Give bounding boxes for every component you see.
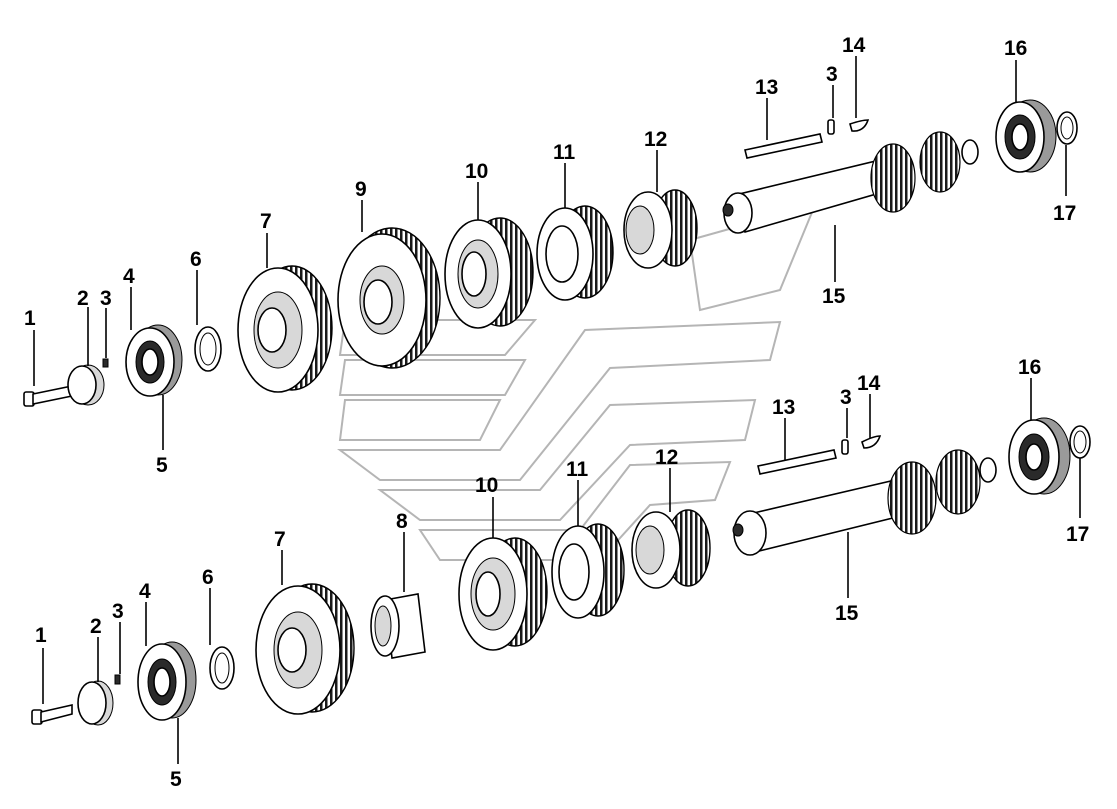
pin-part	[114, 674, 121, 685]
callout-number: 12	[655, 446, 678, 469]
callout-number: 17	[1053, 202, 1076, 225]
pin-part	[102, 358, 109, 368]
callout-number: 3	[112, 600, 124, 623]
callout-number: 13	[772, 396, 795, 419]
leader-lines	[42, 378, 1081, 764]
bearing-part	[995, 99, 1057, 173]
bolt-part	[23, 385, 73, 407]
circlip-part	[209, 646, 235, 690]
callout-number: 10	[475, 474, 498, 497]
leader-lines	[33, 56, 1067, 450]
circlip-part	[1056, 111, 1078, 145]
bearing-part	[137, 641, 197, 721]
pin-part	[744, 133, 823, 159]
callout-number: 11	[566, 458, 589, 481]
bushing-part	[370, 593, 426, 659]
gear-part	[444, 217, 534, 329]
key-part	[861, 435, 882, 449]
shaft-part	[732, 449, 997, 556]
callout-number: 14	[857, 372, 881, 395]
callout-number: 5	[170, 768, 182, 791]
callout-number: 7	[274, 528, 286, 551]
callout-number: 3	[840, 386, 852, 409]
gear-part	[536, 205, 614, 301]
callout-number: 6	[202, 566, 214, 589]
gear-part	[255, 583, 355, 715]
callout-number: 15	[822, 285, 846, 308]
callout-number: 2	[90, 615, 102, 638]
callout-number: 17	[1066, 523, 1089, 546]
callout-number: 4	[139, 580, 151, 603]
callout-number: 8	[396, 510, 408, 533]
gear-part	[623, 189, 698, 269]
callout-number: 2	[77, 287, 89, 310]
bottom-assembly: 1 2 3 4 5 6 7 8 10 11 12 13 3 14 15 16 1…	[31, 356, 1091, 791]
bolt-part	[31, 703, 73, 725]
washer-part	[77, 680, 114, 726]
gear-part	[631, 509, 711, 589]
callout-number: 10	[465, 160, 488, 183]
circlip-part	[1069, 425, 1091, 459]
shaft-part	[722, 131, 979, 234]
callout-number: 1	[35, 624, 47, 647]
callout-number: 16	[1018, 356, 1041, 379]
callout-number: 3	[100, 287, 112, 310]
callout-number: 5	[156, 454, 168, 477]
callout-number: 1	[24, 307, 36, 330]
callout-number: 9	[355, 178, 367, 201]
gear-part	[337, 227, 441, 369]
callout-number: 16	[1004, 37, 1027, 60]
pin-part	[841, 439, 849, 455]
pin-part	[757, 449, 837, 475]
callout-number: 4	[123, 265, 135, 288]
pin-part	[827, 119, 835, 135]
washer-part	[67, 364, 105, 406]
top-assembly: 1 2 3 4 5 6 7 9 10 11 12 13 3 14 15 16 1…	[23, 34, 1078, 477]
callout-number: 12	[644, 128, 667, 151]
callout-number: 14	[842, 34, 866, 57]
gear-part	[551, 523, 625, 619]
callout-number: 15	[835, 602, 859, 625]
gear-part	[237, 265, 333, 393]
callout-number: 13	[755, 76, 778, 99]
key-part	[849, 119, 870, 132]
bearing-part	[1008, 417, 1071, 495]
callout-number: 6	[190, 248, 202, 271]
bearing-part	[125, 324, 183, 397]
gear-part	[458, 537, 548, 651]
callout-number: 3	[826, 63, 838, 86]
callout-number: 11	[553, 141, 576, 164]
callout-number: 7	[260, 210, 272, 233]
circlip-part	[194, 326, 222, 372]
